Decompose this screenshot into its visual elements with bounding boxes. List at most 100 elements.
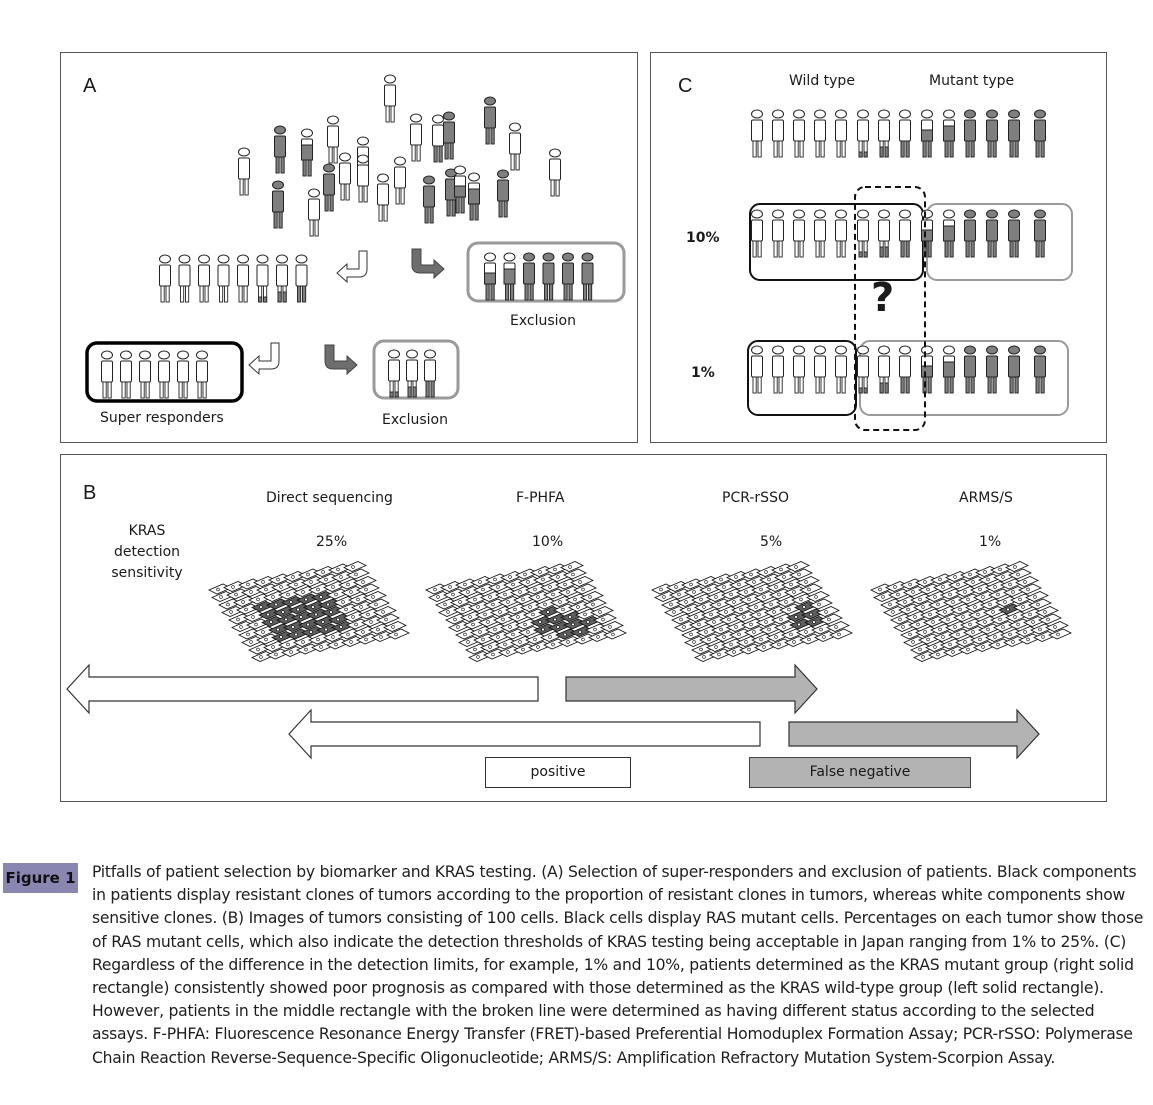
cell-nucleus [817,602,821,607]
cell-nucleus [918,647,922,652]
patient-head [1008,209,1020,219]
wildtype-cell [570,576,594,587]
cell-nucleus [762,595,766,599]
patient-icon [274,125,286,174]
patient-body [857,355,869,378]
cell-nucleus [759,637,763,642]
cell-nucleus [976,612,980,617]
patient-head [921,209,933,219]
patient-leg [165,285,170,303]
cell-nucleus [807,637,811,642]
patient-leg [340,183,345,201]
patient-leg-mutant [879,382,884,394]
patient-leg [219,285,224,303]
cell-nucleus [978,587,982,592]
cell-nucleus [291,575,295,579]
mutant-type-box-10 [926,203,1073,281]
cell-nucleus [1033,595,1037,599]
assay-name-pcr-rsso: PCR-rSSO [722,490,789,506]
cell-nucleus [963,640,967,644]
cell-nucleus [339,575,343,579]
cell-nucleus [911,590,915,594]
wildtype-cell [603,628,627,640]
patient-leg [395,187,400,205]
patient-body [178,264,191,287]
patient-head [1034,209,1046,219]
cell-nucleus [453,617,457,622]
cell-nucleus [306,572,310,577]
cell-nucleus [764,620,768,624]
cell-nucleus [697,622,701,627]
cell-nucleus [511,582,515,587]
cell-nucleus [279,635,283,639]
cell-nucleus [908,582,912,587]
cell-nucleus [294,632,298,637]
patient-leg-mutant [258,296,263,303]
cell-nucleus [593,627,597,632]
wildtype-cell [563,568,587,580]
sensitivity-row-label: KRAS detection sensitivity [101,521,193,584]
cell-nucleus [299,615,303,619]
patient-icon [542,252,555,301]
cell-nucleus [973,605,977,609]
sensitivity-label-line-2: detection [113,544,181,560]
patient-leg [145,381,150,399]
cell-nucleus [986,577,990,582]
cell-nucleus [566,640,570,644]
cell-nucleus [286,592,290,597]
patient-head [388,349,400,359]
patient-icon [357,154,369,203]
cell-nucleus [371,595,375,599]
panel-c-diagram [747,109,1073,431]
patient-head [964,109,976,119]
wildtype-cell [580,591,604,602]
cell-nucleus [446,610,450,614]
patient-leg-mutant [858,251,863,258]
patient-head [562,252,574,262]
patient-head [751,345,763,355]
patient-leg [987,376,992,394]
patient-leg [794,376,799,394]
cell-nucleus [246,632,250,637]
cell-nucleus [473,597,477,602]
patient-body [751,219,763,242]
patient-leg [900,140,905,158]
cell-nucleus [774,585,778,589]
patient-leg [243,285,248,303]
cell-nucleus [351,565,355,569]
cell-nucleus [369,620,373,624]
patient-leg [474,203,479,221]
patient-body [120,360,132,383]
patient-head [1034,345,1046,355]
cell-nucleus [329,610,333,614]
patient-leg-mutant [407,386,412,398]
patient-body-mutant [921,365,933,378]
cell-nucleus [281,610,285,614]
patient-leg [224,285,229,303]
patient-leg [949,240,954,258]
patient-icon [878,345,890,394]
legend-false-negative: False negative [749,757,971,788]
sensitivity-label-line-1: KRAS [128,523,166,539]
patient-body [198,264,210,287]
patient-leg [529,283,534,301]
cell-nucleus [1046,617,1050,622]
cell-nucleus [546,610,550,614]
patient-icon [943,209,955,258]
cell-nucleus [737,582,741,587]
patient-icon [410,113,422,162]
patient-leg [752,240,757,258]
patient-leg [363,185,368,203]
patient-head [581,252,594,262]
cell-nucleus [916,622,920,627]
cell-nucleus [591,602,595,607]
patient-icon [276,254,288,303]
patient-leg [927,140,932,158]
cell-nucleus [608,625,612,629]
cell-nucleus [983,570,987,574]
patient-leg [550,179,555,197]
patient-icon [986,109,998,158]
patient-leg [794,140,799,158]
cell-nucleus [269,620,273,624]
tumor-direct-sequencing [208,561,410,662]
